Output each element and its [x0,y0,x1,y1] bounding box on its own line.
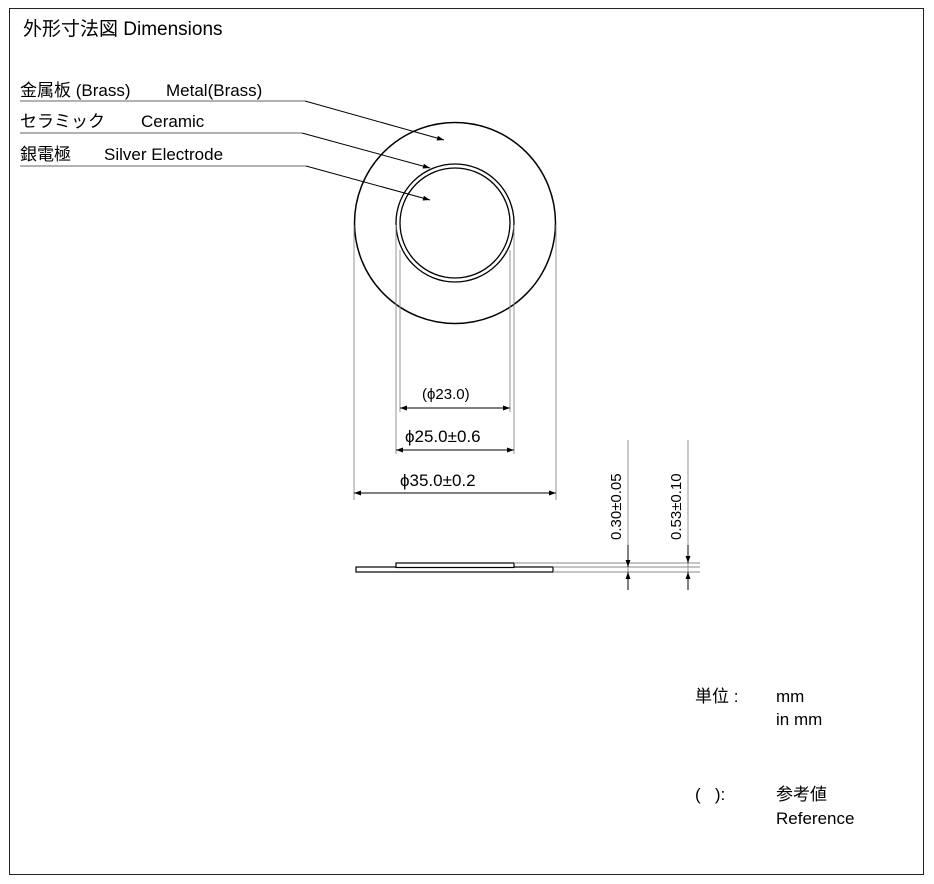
dim-label-inner: (ϕ23.0) [422,386,470,403]
legend-electrode-jp: 銀電極 [20,145,71,164]
reference-label: ( ): [695,785,726,804]
dimension-arrows [354,405,556,496]
leader-ceramic-arrow [301,132,431,169]
units-jp: mm [776,687,805,706]
legend-brass-jp: 金属板 (Brass) [20,81,131,100]
page-title: 外形寸法図 Dimensions [23,19,223,40]
leader-lines [20,100,445,201]
thickness-arrows [625,545,691,590]
thickness-extension-lines [514,440,700,590]
electrode-outline [399,167,511,279]
legend-electrode-en: Silver Electrode [104,145,224,164]
thickness-label-b: 0.53±0.10 [668,473,685,540]
leader-electrode-arrow [305,165,431,201]
extension-lines [353,225,557,500]
brass-outline [353,121,557,325]
disc-side-view [355,562,554,573]
ceramic-outline [395,163,515,283]
reference-en: Reference [776,809,855,828]
reference-jp: 参考値 [776,785,827,804]
drawing-frame [9,8,924,875]
side-ceramic [395,562,515,569]
units-en: in mm [776,710,823,729]
legend-brass-en: Metal(Brass) [166,81,263,100]
dim-label-ceramic: ϕ25.0±0.6 [405,427,481,446]
units-label: 単位 : [695,687,739,706]
disc-top-view [353,121,557,325]
dim-label-brass: ϕ35.0±0.2 [400,471,476,490]
legend-ceramic-en: Ceramic [141,112,205,131]
legend-ceramic-jp: セラミック [20,112,105,131]
leader-brass-arrow [304,100,445,141]
thickness-label-a: 0.30±0.05 [608,473,625,540]
